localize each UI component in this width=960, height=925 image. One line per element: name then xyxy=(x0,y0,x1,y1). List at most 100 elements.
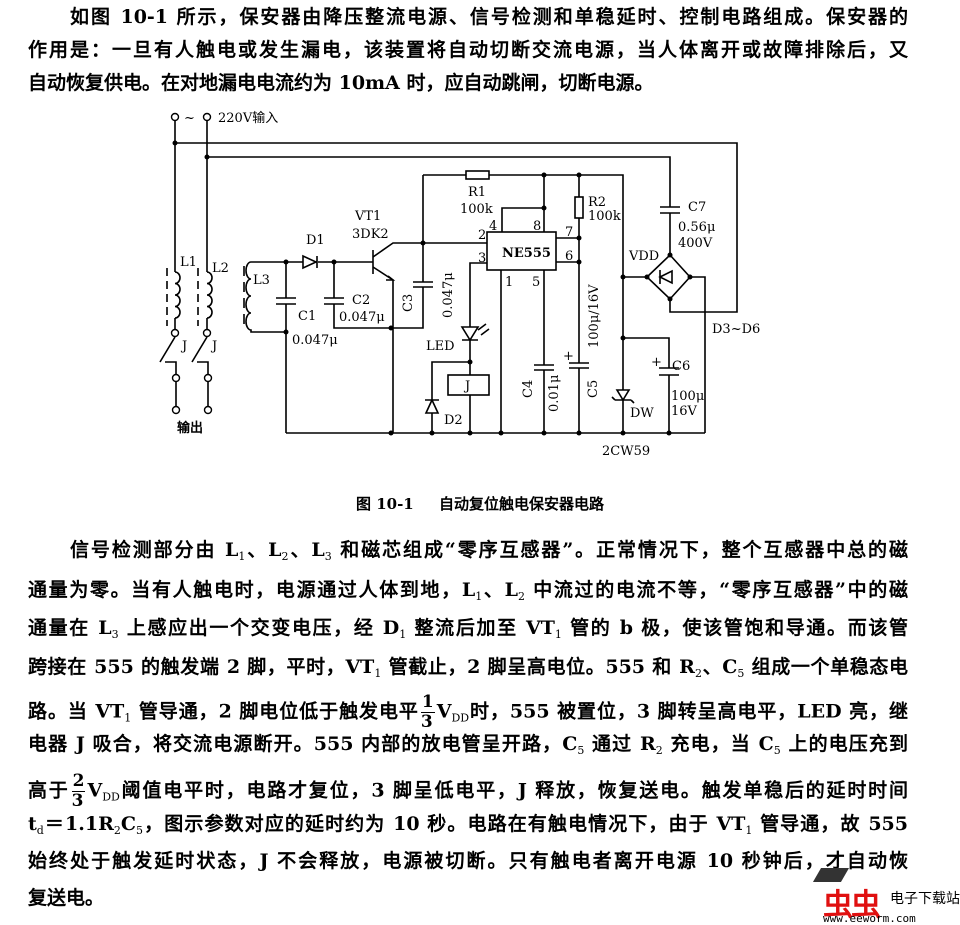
circuit-wires xyxy=(159,121,738,434)
pin-2: 2 xyxy=(478,228,486,243)
label-VT1-model: 3DK2 xyxy=(352,227,389,242)
text-run: 时，555 被置位，3 脚转呈高电平，LED 亮，继 xyxy=(469,700,909,723)
text-run: 组成一个单稳态电 xyxy=(744,656,908,678)
label-R2: R2 xyxy=(588,195,606,210)
figure-number: 图 10-1 xyxy=(355,495,414,513)
subscript: 1 xyxy=(124,711,132,725)
plus-C5: + xyxy=(563,349,574,364)
ic-label: NE555 xyxy=(502,246,551,261)
text-run: 、L xyxy=(482,579,518,601)
text-line: 通量在 L3 上感应出一个交变电压，经 D1 整流后加至 VT1 管的 b 极，… xyxy=(28,616,908,647)
label-R1-value: 100k xyxy=(460,202,493,217)
text-run: t xyxy=(28,813,37,835)
text-run: 通过 R xyxy=(584,733,656,755)
figure-caption: 图 10-1 自动复位触电保安器电路 xyxy=(0,493,960,514)
text-run: 通量为零。当有人触电时，电源通过人体到地，L xyxy=(28,579,476,601)
label-LED: LED xyxy=(426,339,455,354)
label-L2: L2 xyxy=(212,261,229,276)
text-run: V xyxy=(436,700,452,723)
subscript: DD xyxy=(102,790,120,804)
pin-5: 5 xyxy=(532,275,540,290)
text-run: 信号检测部分由 L xyxy=(70,539,239,561)
label-C7-voltage: 400V xyxy=(678,236,713,251)
input-terminal xyxy=(170,112,180,122)
label-J-left: J xyxy=(180,339,187,354)
label-DW: DW xyxy=(630,406,654,421)
subscript: 2 xyxy=(113,824,121,837)
subscript: 5 xyxy=(773,744,781,757)
text-run: 跨接在 555 的触发端 2 脚，平时，VT xyxy=(28,656,375,678)
pin-3: 3 xyxy=(478,251,486,266)
label-bridge: D3~D6 xyxy=(712,322,760,337)
subscript: 5 xyxy=(136,824,144,837)
label-C1-value: 0.047μ xyxy=(292,333,338,348)
pin-7: 7 xyxy=(565,225,573,240)
label-C7: C7 xyxy=(688,200,706,215)
label-C1: C1 xyxy=(298,309,316,324)
input-label: 220V输入 xyxy=(218,110,278,126)
output-terminal xyxy=(203,405,213,415)
label-C2-value: 0.047μ xyxy=(339,310,385,325)
text-run: 阈值电平时，电路才复位，3 脚呈低电平，J 释放，恢复送电。触发单稳后的延时时间 xyxy=(119,779,908,802)
subscript: d xyxy=(36,824,44,837)
text-run: 通量在 L xyxy=(28,617,112,639)
label-C4-value: 0.01μ xyxy=(547,375,562,412)
watermark-logo: 虫虫 电子下载站 www.eeworm.com xyxy=(812,860,960,925)
plus-C6: + xyxy=(651,355,662,370)
subscript: 5 xyxy=(737,667,745,680)
label-C2: C2 xyxy=(352,293,370,308)
text-line: 作用是：一旦有人触电或发生漏电，该装置将自动切断交流电源，当人体离开或故障排除后… xyxy=(28,38,908,62)
subscript: 1 xyxy=(475,590,483,603)
pin-4: 4 xyxy=(489,219,497,234)
text-run: 管导通，故 555 xyxy=(752,813,908,835)
text-run: 和磁芯组成“零序互感器”。正常情况下，整个互感器中总的磁 xyxy=(331,539,908,561)
text-run: 充电，当 C xyxy=(662,733,774,755)
switch-contact xyxy=(170,328,180,338)
label-C3: C3 xyxy=(401,294,416,312)
component-labels: ~ 220V输入 L1 L2 L3 J J 输出 D1 VT1 3DK2 C1 … xyxy=(177,110,760,459)
output-terminal xyxy=(171,405,181,415)
ac-symbol: ~ xyxy=(184,111,195,126)
label-DW-model: 2CW59 xyxy=(602,444,650,459)
text-run: 整流后加至 VT xyxy=(406,617,555,639)
text-run: 、C xyxy=(701,656,738,678)
text-run: 上的电压充到 xyxy=(780,733,908,755)
text-run: 中流过的电流不等，“零序互感器”中的磁 xyxy=(524,579,908,601)
watermark-brand: 虫虫 xyxy=(823,888,881,923)
circuit-diagram: ~ 220V输入 L1 L2 L3 J J 输出 D1 VT1 3DK2 C1 … xyxy=(159,110,760,459)
subscript: 1 xyxy=(399,628,407,641)
subscript: 2 xyxy=(694,667,702,680)
subscript: 1 xyxy=(374,667,382,680)
subscript: 3 xyxy=(324,550,332,563)
numerator: 2 xyxy=(71,771,86,792)
watermark-site-name: 电子下载站 xyxy=(890,891,960,907)
denominator: 3 xyxy=(420,712,433,732)
switch-contact xyxy=(203,373,213,383)
label-C3-value: 0.047μ xyxy=(441,272,456,318)
text-run: 、L xyxy=(245,539,282,561)
input-terminal xyxy=(202,112,212,122)
subscript: 3 xyxy=(111,628,119,641)
subscript: 1 xyxy=(554,628,562,641)
label-L3: L3 xyxy=(253,273,270,288)
subscript: 2 xyxy=(655,744,663,757)
text-run: ，图示参数对应的延时约为 10 秒。电路在有触电情况下，由于 VT xyxy=(143,813,746,835)
subscript: 2 xyxy=(517,590,525,603)
label-C6: C6 xyxy=(672,359,690,374)
pin-1: 1 xyxy=(505,275,513,290)
label-C4: C4 xyxy=(521,380,536,398)
pin-6: 6 xyxy=(565,249,573,264)
text-line: 跨接在 555 的触发端 2 脚，平时，VT1 管截止，2 脚呈高电位。555 … xyxy=(28,655,908,686)
text-run: 上感应出一个交变电压，经 D xyxy=(118,617,400,639)
denominator: 3 xyxy=(71,791,84,811)
label-L1: L1 xyxy=(180,255,197,270)
subscript: DD xyxy=(451,711,470,725)
text-run: 自动恢复供电。在对地漏电电流约为 10mA 时，应自动跳闸，切断电源。 xyxy=(28,72,654,94)
label-VDD: VDD xyxy=(628,249,659,264)
label-VT1: VT1 xyxy=(354,209,381,224)
text-line: 电器 J 吸合，将交流电源断开。555 内部的放电管呈开路，C5 通过 R2 充… xyxy=(28,732,908,763)
subscript: 1 xyxy=(745,824,753,837)
text-run: 管截止，2 脚呈高电位。555 和 R xyxy=(381,656,695,678)
